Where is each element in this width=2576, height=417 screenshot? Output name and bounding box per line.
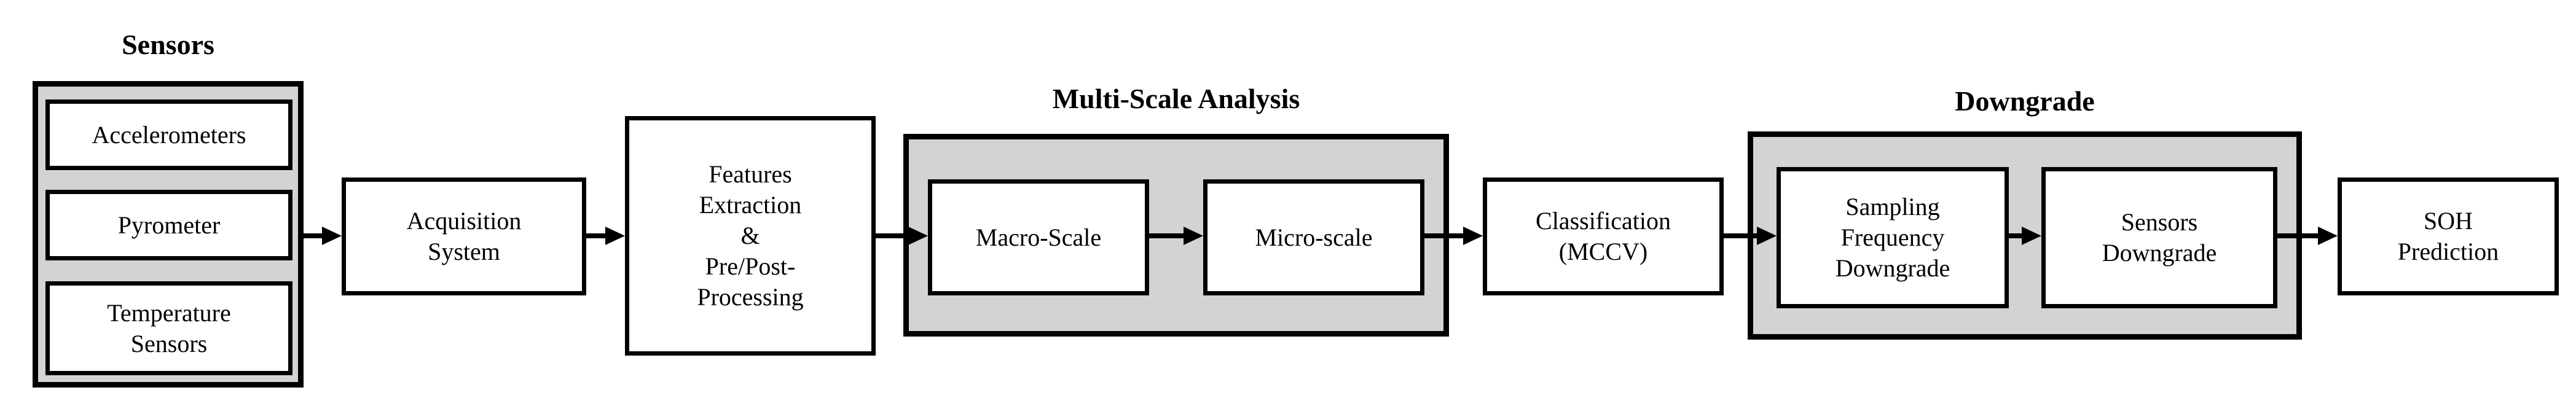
downgrade-group-title: Downgrade <box>1955 85 2095 117</box>
node-label-line: Micro-scale <box>1255 223 1373 251</box>
arrow-classification-to-sampling <box>1724 227 1777 245</box>
node-temperature-sensors: Temperature Sensors <box>45 281 293 375</box>
node-label-line: Downgrade <box>2102 239 2217 267</box>
node-label-line: Frequency <box>1840 224 1945 251</box>
arrow-sensors-to-acquisition <box>304 227 342 245</box>
node-label-line: Sensors <box>130 329 208 357</box>
node-label-line: Downgrade <box>1835 254 1950 282</box>
node-micro-scale: Micro-scale <box>1203 179 1424 295</box>
node-label-line: (MCCV) <box>1558 238 1648 265</box>
node-acquisition-system: Acquisition System <box>342 177 586 295</box>
node-label-line: Pyrometer <box>117 211 221 239</box>
node-label-line: Classification <box>1536 207 1671 235</box>
node-label-line: Features <box>709 160 792 188</box>
node-label-line: System <box>428 238 500 265</box>
arrow-macro-to-micro <box>1149 227 1203 245</box>
node-label-line: & <box>740 222 760 249</box>
arrow-sampling-to-sensors-downgrade <box>2009 227 2041 245</box>
node-features-extraction: Features Extraction & Pre/Post- Processi… <box>625 116 876 356</box>
node-label-line: SOH <box>2423 207 2473 235</box>
node-label-line: Accelerometers <box>92 120 246 149</box>
node-label-line: Sampling <box>1845 193 1940 220</box>
node-sensors-downgrade: Sensors Downgrade <box>2041 167 2277 308</box>
arrow-downgrade-to-soh <box>2277 227 2338 245</box>
node-pyrometer: Pyrometer <box>45 190 293 260</box>
node-label-line: Extraction <box>699 191 802 219</box>
node-label-line: Prediction <box>2397 238 2499 265</box>
node-macro-scale: Macro-Scale <box>928 179 1149 295</box>
node-classification-mccv: Classification (MCCV) <box>1483 177 1724 295</box>
node-accelerometers: Accelerometers <box>45 99 293 170</box>
node-label-line: Acquisition <box>406 207 522 235</box>
arrow-acquisition-to-features <box>586 227 625 245</box>
node-label-line: Temperature <box>107 298 231 327</box>
node-sampling-frequency-downgrade: Sampling Frequency Downgrade <box>1777 167 2009 308</box>
node-label-line: Processing <box>697 283 804 311</box>
multiscale-group-title: Multi-Scale Analysis <box>1052 83 1300 114</box>
sensors-group-title: Sensors <box>122 29 214 60</box>
node-label-line: Pre/Post- <box>705 252 796 280</box>
arrow-micro-to-classification <box>1424 227 1483 245</box>
arrow-features-to-macro-scale <box>876 227 928 245</box>
node-label-line: Macro-Scale <box>975 223 1102 251</box>
node-label-line: Sensors <box>2121 208 2198 236</box>
node-soh-prediction: SOH Prediction <box>2338 177 2559 295</box>
